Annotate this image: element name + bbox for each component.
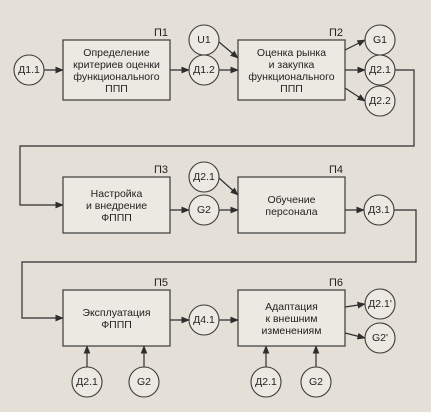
node-d21d: Д2.1 (250, 366, 282, 398)
process-box (62, 289, 171, 347)
node-g2a: G2 (188, 194, 220, 226)
node-circle (128, 366, 160, 398)
process-box (237, 176, 346, 234)
process-text-line: ФППП (101, 319, 132, 331)
process-text-line: Оценка рынка (257, 47, 326, 59)
edge-p4-p5 (21, 209, 417, 322)
node-d22: Д2.2 (364, 85, 396, 117)
process-text-line: ППП (280, 83, 303, 95)
node-d11: Д1.1 (13, 54, 45, 86)
node-d21p: Д2.1' (364, 288, 396, 320)
node-label: G2' (372, 332, 388, 344)
process-text-line: ППП (105, 83, 128, 95)
node-u1: U1 (188, 24, 220, 56)
node-label: Д2.1 (369, 64, 391, 76)
node-label: Д1.2 (193, 64, 215, 76)
node-label: Д2.1' (368, 298, 392, 310)
node-label: G2 (309, 376, 323, 388)
node-circle (188, 54, 220, 86)
process-text-line: Адаптация (265, 301, 318, 313)
node-label: U1 (197, 34, 211, 46)
node-g2b: G2 (128, 366, 160, 398)
node-d12: Д1.2 (188, 54, 220, 86)
node-d21a: Д2.1 (364, 54, 396, 86)
process-text-line: персонала (265, 206, 317, 218)
node-label: Д2.2 (369, 95, 391, 107)
node-circle (364, 288, 396, 320)
node-circle (71, 366, 103, 398)
process-box (62, 39, 171, 101)
edge-p2-p3 (19, 69, 415, 209)
node-label: G2 (137, 376, 151, 388)
node-circle (364, 85, 396, 117)
process-id-label: П6 (329, 277, 343, 289)
process-text-line: Определение (83, 47, 150, 59)
process-box (62, 176, 171, 234)
connector-layer (19, 39, 417, 367)
node-label: Д2.1 (193, 171, 215, 183)
process-id-label: П3 (154, 164, 168, 176)
process-id-label: П1 (154, 27, 168, 39)
node-label: Д4.1 (193, 314, 215, 326)
node-circle (188, 304, 220, 336)
process-text-line: ФППП (101, 212, 132, 224)
process-id-label: П4 (329, 164, 343, 176)
node-circle (250, 366, 282, 398)
edge-u1-p2 (218, 41, 239, 59)
node-label: Д2.1 (255, 376, 277, 388)
node-g2c: G2 (300, 366, 332, 398)
process-box (237, 39, 346, 101)
process-text-line: Эксплуатация (82, 307, 150, 319)
node-circle (13, 54, 45, 86)
node-d21b: Д2.1 (188, 161, 220, 193)
edge-p2-d22 (344, 87, 366, 102)
process-text-line: и закупка (269, 59, 315, 71)
edge-p2-g1 (344, 39, 366, 51)
process-box (237, 289, 346, 347)
process-text-line: функционального (73, 71, 159, 83)
edge-p6-g2p (344, 332, 366, 340)
edge-p6-d21p (344, 301, 366, 309)
node-label: G1 (373, 34, 387, 46)
process-text-line: Настройка (91, 188, 143, 200)
process-text-line: к внешним (265, 313, 317, 325)
node-circle (188, 194, 220, 226)
node-g2p: G2' (364, 322, 396, 354)
node-circle (364, 322, 396, 354)
node-circle (363, 194, 395, 226)
node-label: Д3.1 (368, 204, 390, 216)
node-label: G2 (197, 204, 211, 216)
node-circle (188, 161, 220, 193)
node-d31: Д3.1 (363, 194, 395, 226)
node-d41: Д4.1 (188, 304, 220, 336)
node-d21c: Д2.1 (71, 366, 103, 398)
process-id-label: П5 (154, 277, 168, 289)
process-text-line: и внедрение (86, 200, 147, 212)
process-text-line: изменениям (262, 325, 322, 337)
node-circle (364, 54, 396, 86)
node-circle (300, 366, 332, 398)
node-g1: G1 (364, 24, 396, 56)
process-text-line: критериев оценки (73, 59, 160, 71)
process-id-label: П2 (329, 27, 343, 39)
process-text-line: функционального (248, 71, 334, 83)
node-label: Д1.1 (18, 64, 40, 76)
process-text-line: Обучение (267, 194, 315, 206)
edge-d21-p4 (218, 177, 239, 196)
node-label: Д2.1 (76, 376, 98, 388)
